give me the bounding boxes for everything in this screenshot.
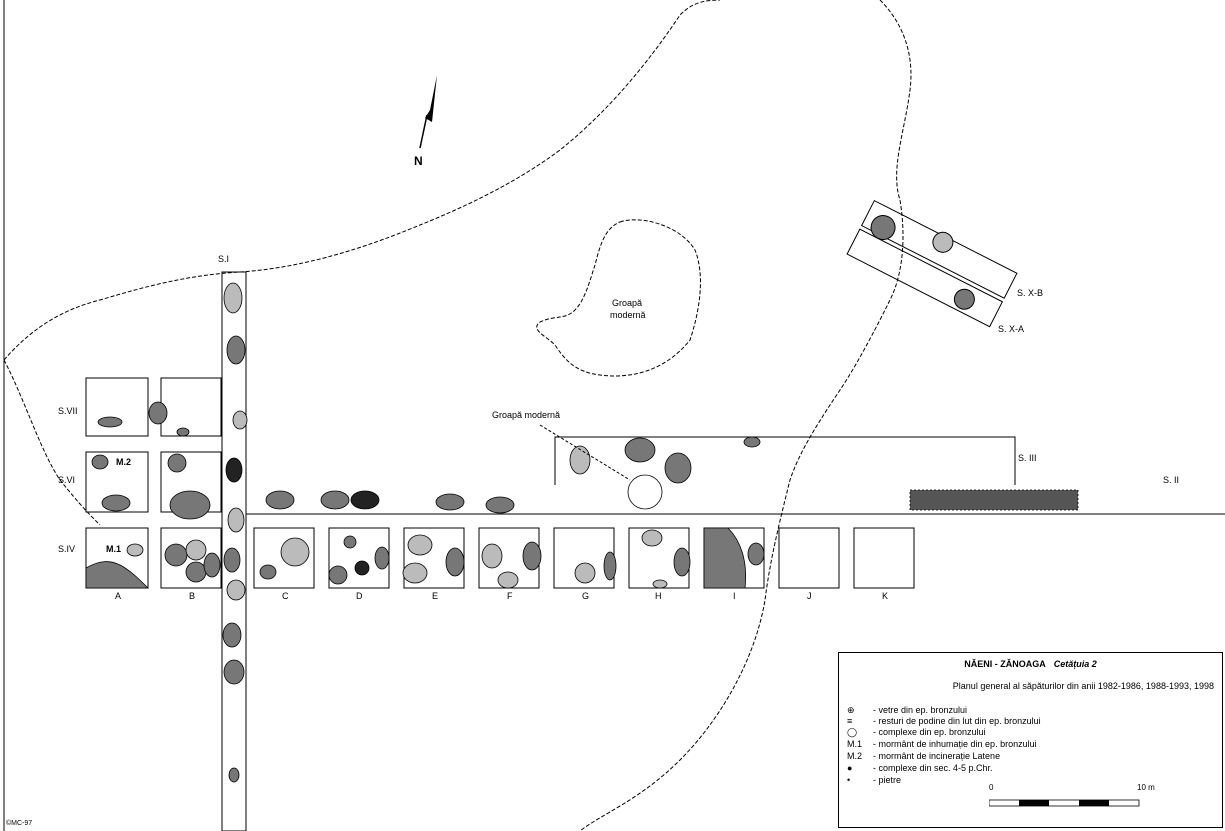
square-label-k: K bbox=[882, 591, 889, 601]
label-m1: M.1 bbox=[106, 544, 122, 554]
label-s4: S.IV bbox=[58, 544, 76, 554]
square-label-h: H bbox=[655, 591, 662, 601]
north-arrow-icon bbox=[419, 75, 437, 149]
square-label-c: C bbox=[282, 591, 289, 601]
scale-bar bbox=[989, 799, 1140, 807]
trench-s1 bbox=[221, 271, 247, 831]
label-s2: S. II bbox=[1163, 475, 1180, 485]
label-modern-pit-2b: modernă bbox=[610, 310, 646, 320]
terrain-contour bbox=[3, 0, 912, 831]
label-modern-pit-2a: Groapă bbox=[612, 298, 643, 308]
modern-pit-outline bbox=[536, 219, 701, 377]
square-label-j: J bbox=[807, 591, 812, 601]
square-label-f: F bbox=[507, 591, 513, 601]
label-s3: S. III bbox=[1018, 453, 1037, 463]
scale-end: 10 m bbox=[1137, 783, 1155, 792]
legend-item: M.1- mormânt de inhumație din ep. bronzu… bbox=[847, 739, 1037, 749]
trench-s3 bbox=[554, 436, 1016, 485]
label-sxa: S. X-A bbox=[998, 324, 1025, 334]
square-label-b: B bbox=[189, 591, 196, 601]
square-label-e: E bbox=[432, 591, 439, 601]
credit-label: ©MC-97 bbox=[6, 820, 33, 827]
square-label-i: I bbox=[733, 591, 736, 601]
legend-item: ≡- resturi de podine din lut din ep. bro… bbox=[847, 716, 1041, 726]
legend-item: M.2- mormânt de incinerație Latene bbox=[847, 751, 1001, 761]
label-s7: S.VII bbox=[58, 406, 78, 416]
scale-start: 0 bbox=[989, 783, 994, 792]
square-label-g: G bbox=[582, 591, 590, 601]
legend-item: ●- complexe din sec. 4-5 p.Chr. bbox=[847, 763, 993, 773]
label-sxb: S. X-B bbox=[1017, 288, 1044, 298]
square-label-a: A bbox=[115, 591, 122, 601]
legend-item: •- pietre bbox=[847, 775, 902, 785]
north-label: N bbox=[414, 154, 423, 168]
label-modern-pit-1: Groapă modernă bbox=[492, 410, 561, 420]
square-label-d: D bbox=[356, 591, 363, 601]
features bbox=[85, 282, 1079, 783]
legend-item: ◯- complexe din ep. bronzului bbox=[847, 726, 986, 738]
label-s1: S.I bbox=[218, 254, 230, 264]
label-m2: M.2 bbox=[116, 457, 132, 467]
legend-subtitle: Planul general al săpăturilor din anii 1… bbox=[952, 681, 1214, 691]
legend-item: ⊕- vetre din ep. bronzului bbox=[847, 704, 968, 716]
label-s6: S.VI bbox=[58, 475, 76, 485]
